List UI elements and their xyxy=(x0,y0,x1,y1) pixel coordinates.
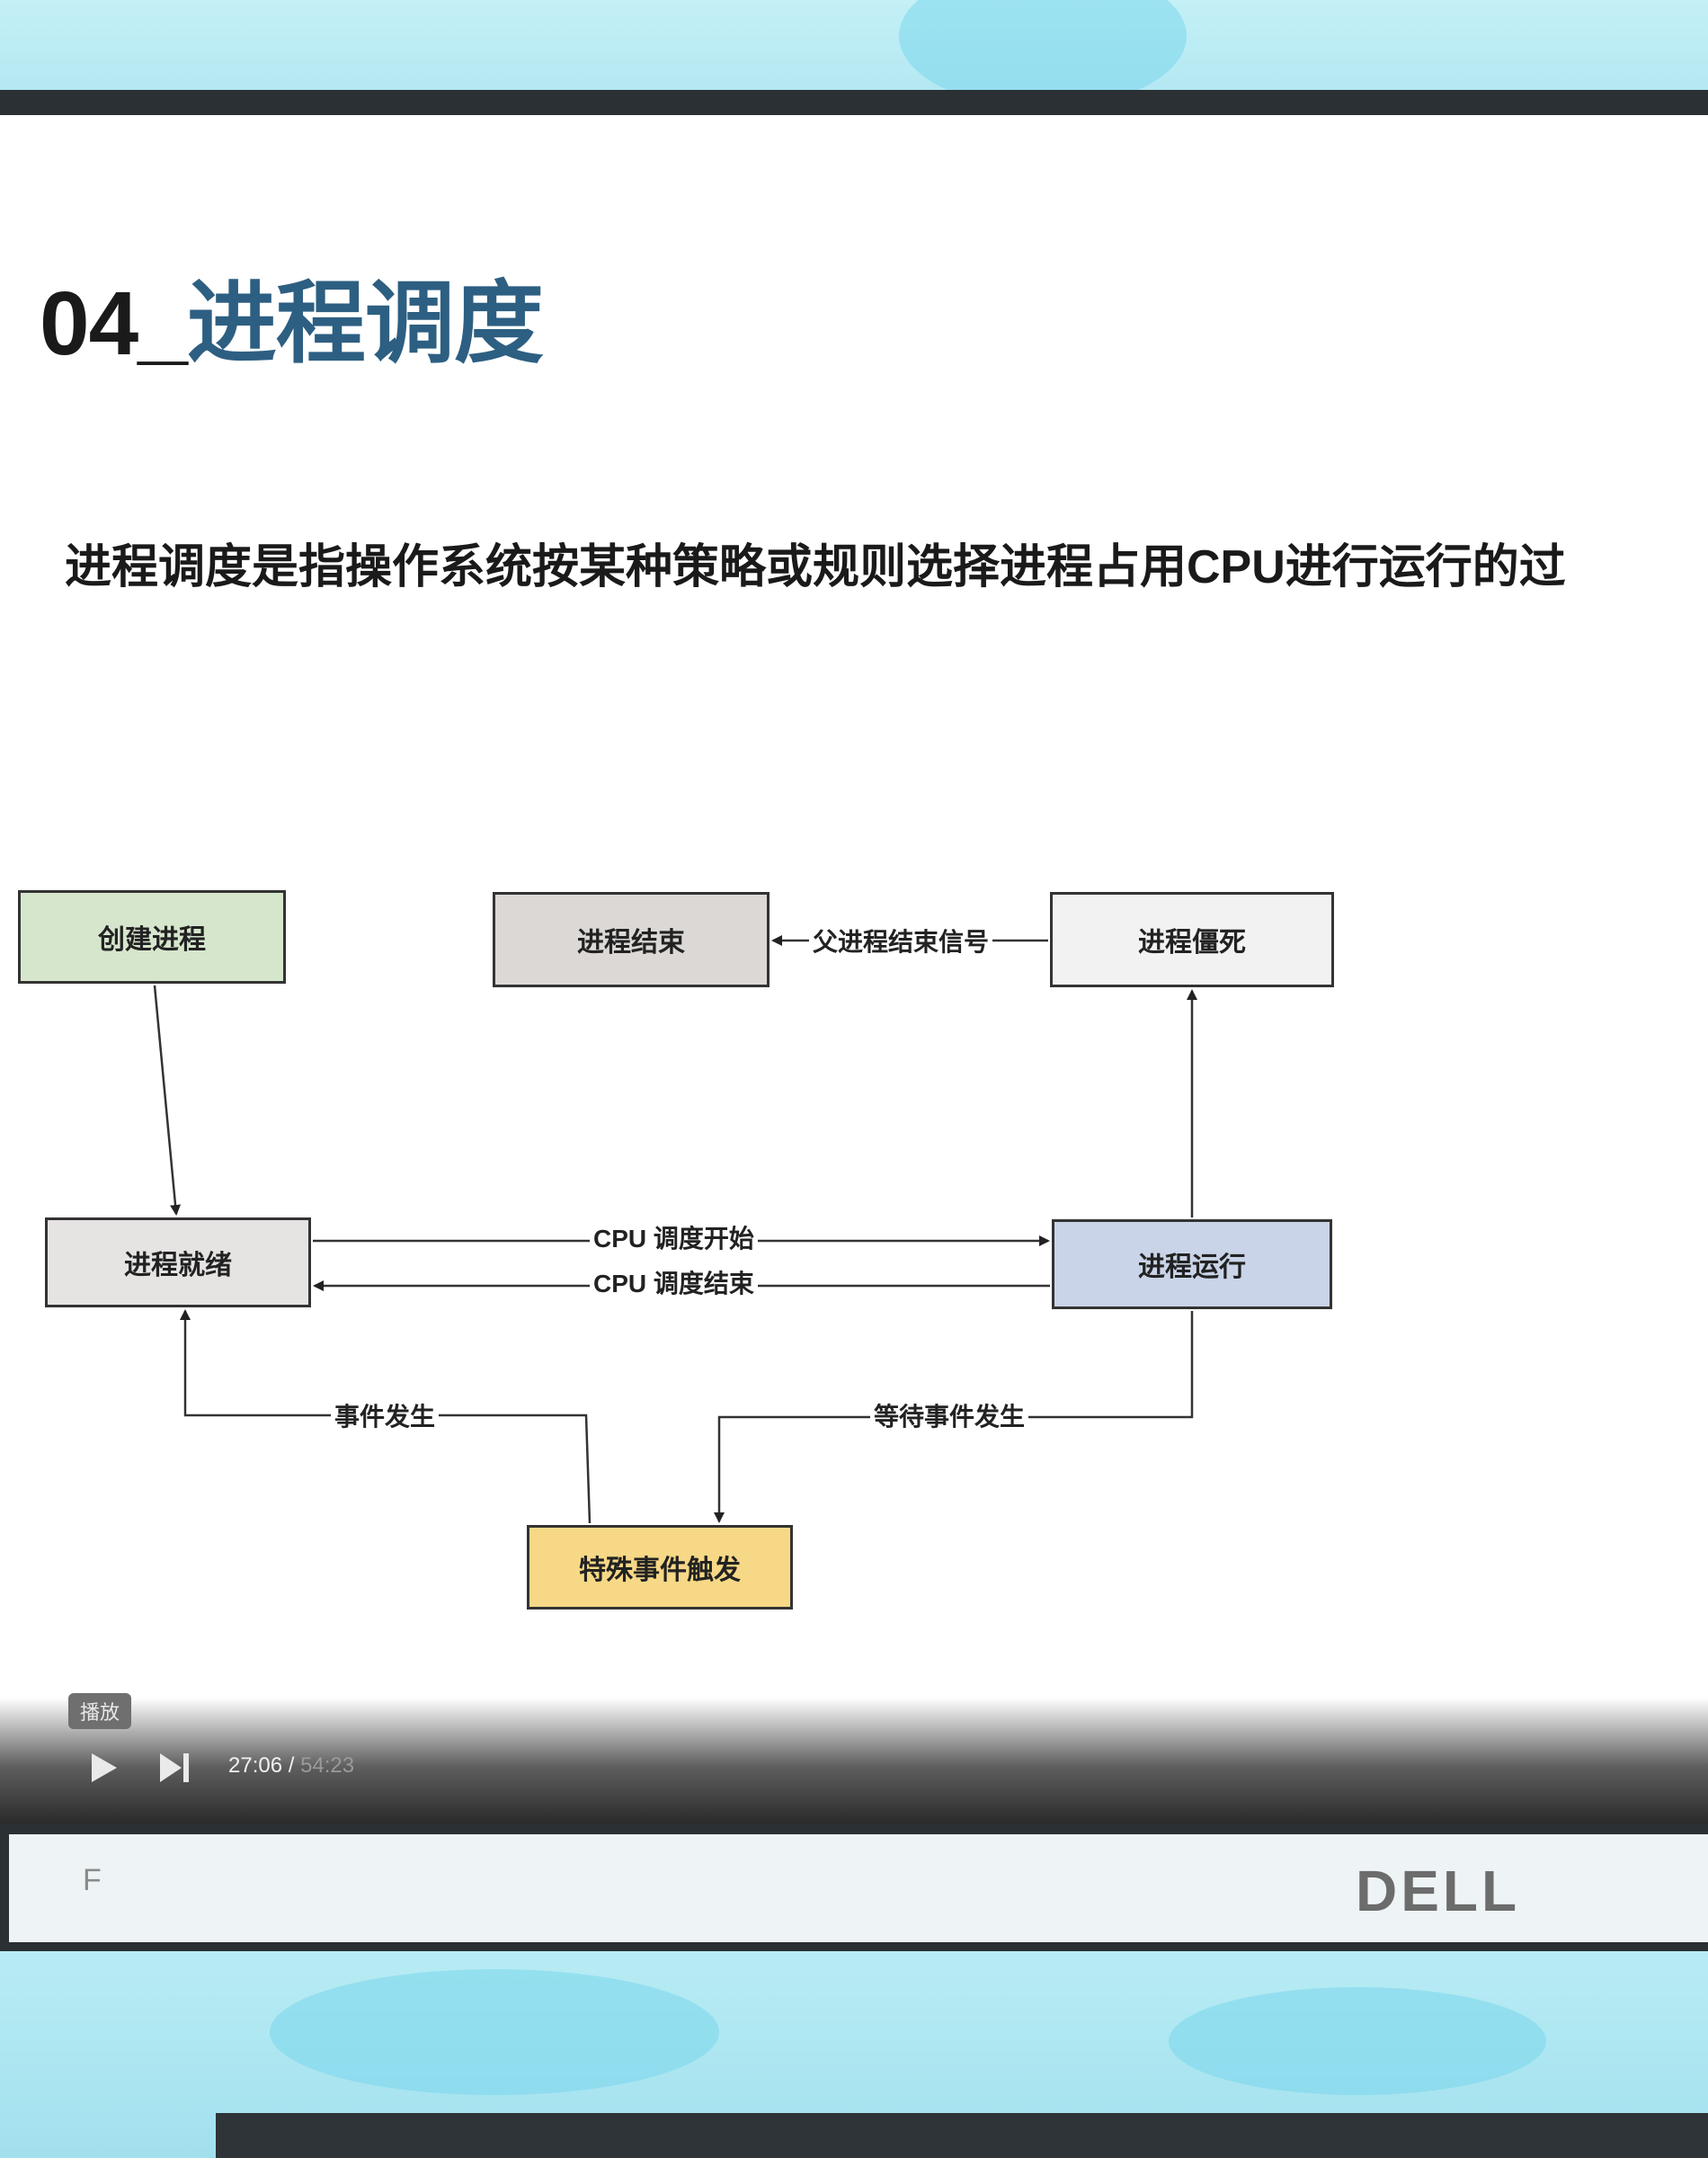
node-process-zombie: 进程僵死 xyxy=(1050,892,1334,987)
skip-next-icon xyxy=(160,1753,189,1782)
label-event-occur: 事件发生 xyxy=(331,1397,440,1433)
desk-background-top xyxy=(0,0,1708,108)
total-time: 54:23 xyxy=(300,1753,355,1778)
label-wait-event-occur: 等待事件发生 xyxy=(870,1397,1029,1433)
monitor-key-label: F xyxy=(83,1863,102,1897)
playback-time: 27:06 / 54:23 xyxy=(228,1753,354,1779)
edge-create-to-ready xyxy=(153,985,182,1216)
diagram-edges xyxy=(153,935,1197,1524)
play-icon xyxy=(92,1753,117,1782)
node-process-end: 进程结束 xyxy=(493,892,769,987)
node-process-running: 进程运行 xyxy=(1052,1219,1332,1309)
node-process-ready: 进程就绪 xyxy=(45,1217,311,1307)
monitor-stand-base xyxy=(216,2113,1708,2158)
current-time: 27:06 / xyxy=(228,1753,301,1778)
desk-pattern xyxy=(270,1969,719,2095)
monitor-brand-logo: DELL xyxy=(1356,1859,1521,1923)
slide-title-text: 进程调度 xyxy=(186,273,544,374)
slide-title: 04_进程调度 xyxy=(40,250,544,380)
slide-title-number: 04_ xyxy=(40,273,188,374)
process-scheduling-diagram: 创建进程 进程结束 进程僵死 进程就绪 进程运行 特殊事件触发 父进程结束信号 … xyxy=(0,745,1708,1644)
monitor-chin xyxy=(9,1834,1708,1942)
label-parent-end-signal: 父进程结束信号 xyxy=(809,923,993,959)
node-special-event: 特殊事件触发 xyxy=(527,1525,793,1610)
label-cpu-schedule-start: CPU 调度开始 xyxy=(590,1219,758,1255)
player-control-bar xyxy=(0,1698,1708,1824)
slide-description: 进程调度是指操作系统按某种策略或规则选择进程占用CPU进行运行的过 xyxy=(65,541,1566,593)
next-button[interactable] xyxy=(156,1750,192,1786)
play-tooltip: 播放 xyxy=(68,1693,131,1729)
play-button[interactable] xyxy=(86,1750,122,1786)
desk-pattern xyxy=(1169,1987,1546,2095)
node-create-process: 创建进程 xyxy=(18,890,286,984)
video-player-screen: 04_进程调度 进程调度是指操作系统按某种策略或规则选择进程占用CPU进行运行的… xyxy=(0,115,1708,1824)
label-cpu-schedule-end: CPU 调度结束 xyxy=(590,1264,758,1300)
